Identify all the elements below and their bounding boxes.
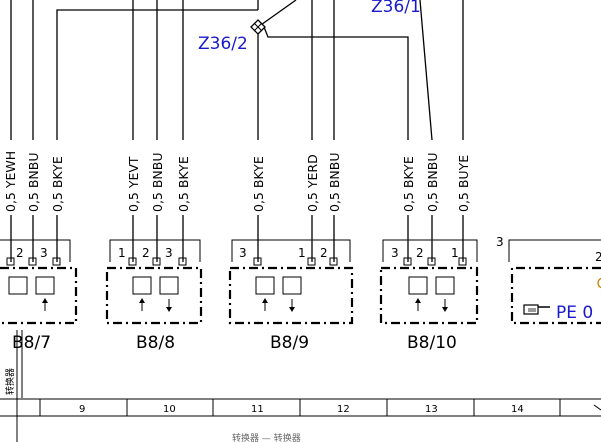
wire-label: 0,5 BNBU — [327, 152, 342, 212]
pin-terminals — [6, 257, 467, 266]
top-wiring — [10, 0, 464, 141]
grid-number: 11 — [251, 404, 264, 415]
pin-number: 2 — [595, 250, 601, 264]
wire-label: 0,5 BKYE — [251, 156, 266, 212]
wire-label: 0,5 BKYE — [176, 156, 191, 212]
splice-z36-2 — [250, 19, 266, 35]
grid-number: 9 — [79, 404, 85, 415]
wire-label: 0,5 BUYE — [456, 155, 471, 212]
sensor-elements — [8, 276, 455, 312]
pin-number: 2 — [320, 246, 328, 260]
component-label: B8/9 — [270, 333, 309, 353]
pin-number: 3 — [496, 235, 504, 249]
grid-number: 13 — [425, 404, 438, 415]
pe-reference[interactable]: PE 0 — [523, 303, 593, 323]
wire-label: 0,5 BNBU — [425, 152, 440, 212]
pin-number: 1 — [451, 246, 459, 260]
pointing-hand-icon — [523, 304, 550, 315]
wire-label: 0,5 BKYE — [50, 156, 65, 212]
pe-reference-label[interactable]: PE 0 — [556, 303, 593, 323]
component-label: B8/10 — [407, 333, 457, 353]
grid-number: 12 — [337, 404, 350, 415]
component-label: B8/7 — [12, 333, 51, 353]
pin-number: 2 — [142, 246, 150, 260]
pin-number: 3 — [40, 246, 48, 260]
wire-label: 0,5 YEWH — [3, 151, 18, 212]
pin-number: 2 — [416, 246, 424, 260]
component-label: B8/8 — [136, 333, 175, 353]
lower-wiring — [10, 215, 464, 262]
component-labels: B8/7 B8/8 B8/9 B8/10 — [12, 333, 457, 353]
wire-label: 0,5 YERD — [305, 154, 320, 212]
pin-number: 1 — [118, 246, 126, 260]
reference-z36-1[interactable]: Z36/1 — [371, 0, 421, 17]
pin-number: 3 — [391, 246, 399, 260]
side-text: 转换器 — [4, 368, 16, 395]
pin-number: 2 — [16, 246, 24, 260]
pin-numbers: 2 3 1 2 3 3 1 2 3 2 1 3 2 — [16, 235, 601, 264]
wire-label: 0,5 BNBU — [26, 152, 41, 212]
wire-label: 0,5 YEVT — [126, 156, 141, 212]
wire-label: 0,5 BNBU — [150, 152, 165, 212]
pin-number: 1 — [298, 246, 306, 260]
pin-number: 3 — [165, 246, 173, 260]
offpage-marker — [597, 277, 601, 289]
footer-text: 转换器 — 转换器 — [232, 432, 301, 442]
component-outlines — [0, 266, 601, 325]
connector-headers — [0, 239, 601, 262]
wire-labels: 0,5 YEWH 0,5 BNBU 0,5 BKYE 0,5 YEVT 0,5 … — [3, 151, 471, 212]
pin-number: 3 — [239, 246, 247, 260]
reference-z36-2[interactable]: Z36/2 — [198, 34, 248, 54]
grid-ruler: 9 10 11 12 13 14 — [0, 398, 601, 417]
grid-number: 14 — [511, 404, 524, 415]
wire-label: 0,5 BKYE — [401, 156, 416, 212]
left-margin: 转换器 — [4, 330, 23, 442]
grid-number: 10 — [163, 404, 176, 415]
